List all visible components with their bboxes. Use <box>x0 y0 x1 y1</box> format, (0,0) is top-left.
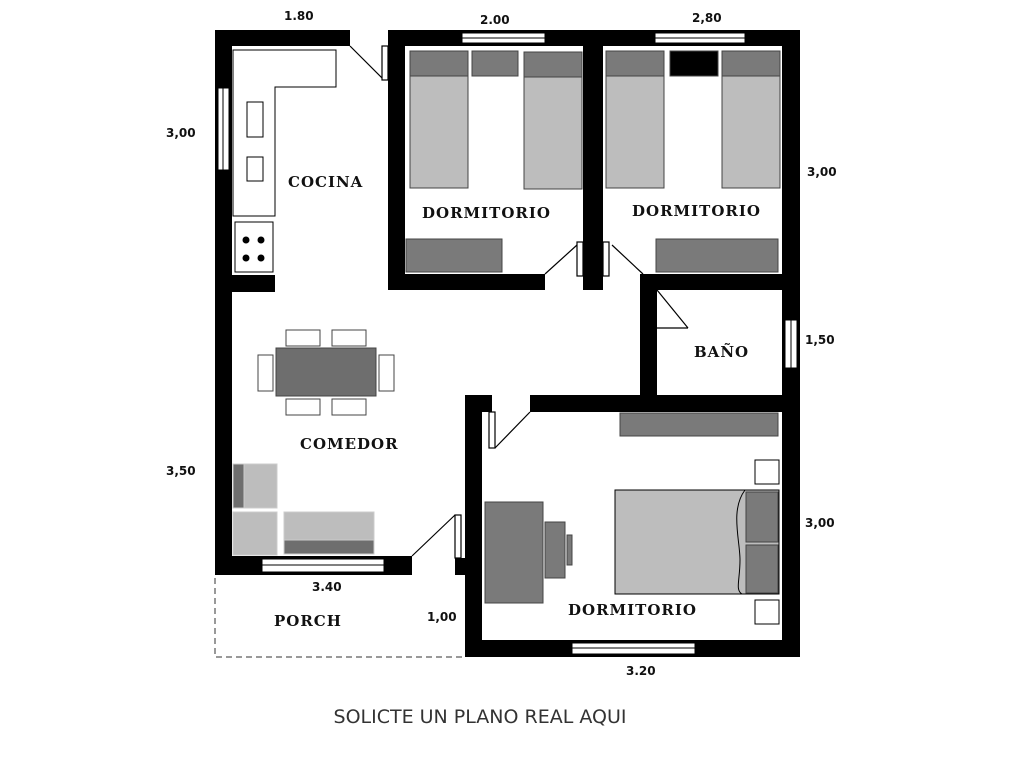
dim-bath-right: 1,50 <box>805 333 835 347</box>
room-label-porch: PORCH <box>274 612 342 630</box>
porch-outline <box>214 578 465 658</box>
dim-porch-right: 1,00 <box>427 610 457 624</box>
bedroom1-furniture <box>405 50 583 273</box>
kitchen-counter <box>232 49 337 273</box>
room-label-dormitorio-1: DORMITORIO <box>422 204 551 222</box>
request-plan-link[interactable]: SOLICTE UN PLANO REAL AQUI <box>333 706 627 728</box>
bedroom2-furniture <box>605 50 781 273</box>
room-label-dormitorio-2: DORMITORIO <box>632 202 761 220</box>
dim-bed2-top: 2,80 <box>692 11 722 25</box>
dim-bed3-right: 3,00 <box>805 516 835 530</box>
dim-kitchen-top: 1.80 <box>284 9 314 23</box>
dim-bed1-top: 2.00 <box>480 13 510 27</box>
dim-bed3-bottom: 3.20 <box>626 664 656 678</box>
bedroom3-furniture <box>484 412 780 625</box>
room-label-dormitorio-3: DORMITORIO <box>568 601 697 619</box>
dim-bed2-right: 3,00 <box>807 165 837 179</box>
room-label-bano: BAÑO <box>694 342 749 361</box>
windows <box>217 32 798 655</box>
doors <box>349 45 689 559</box>
dim-dining-bottom: 3.40 <box>312 580 342 594</box>
room-label-comedor: COMEDOR <box>300 435 399 453</box>
room-label-cocina: COCINA <box>288 173 363 191</box>
dining-table <box>257 329 395 416</box>
sofa <box>232 463 375 556</box>
dim-kitchen-left: 3,00 <box>166 126 196 140</box>
dim-dining-left: 3,50 <box>166 464 196 478</box>
